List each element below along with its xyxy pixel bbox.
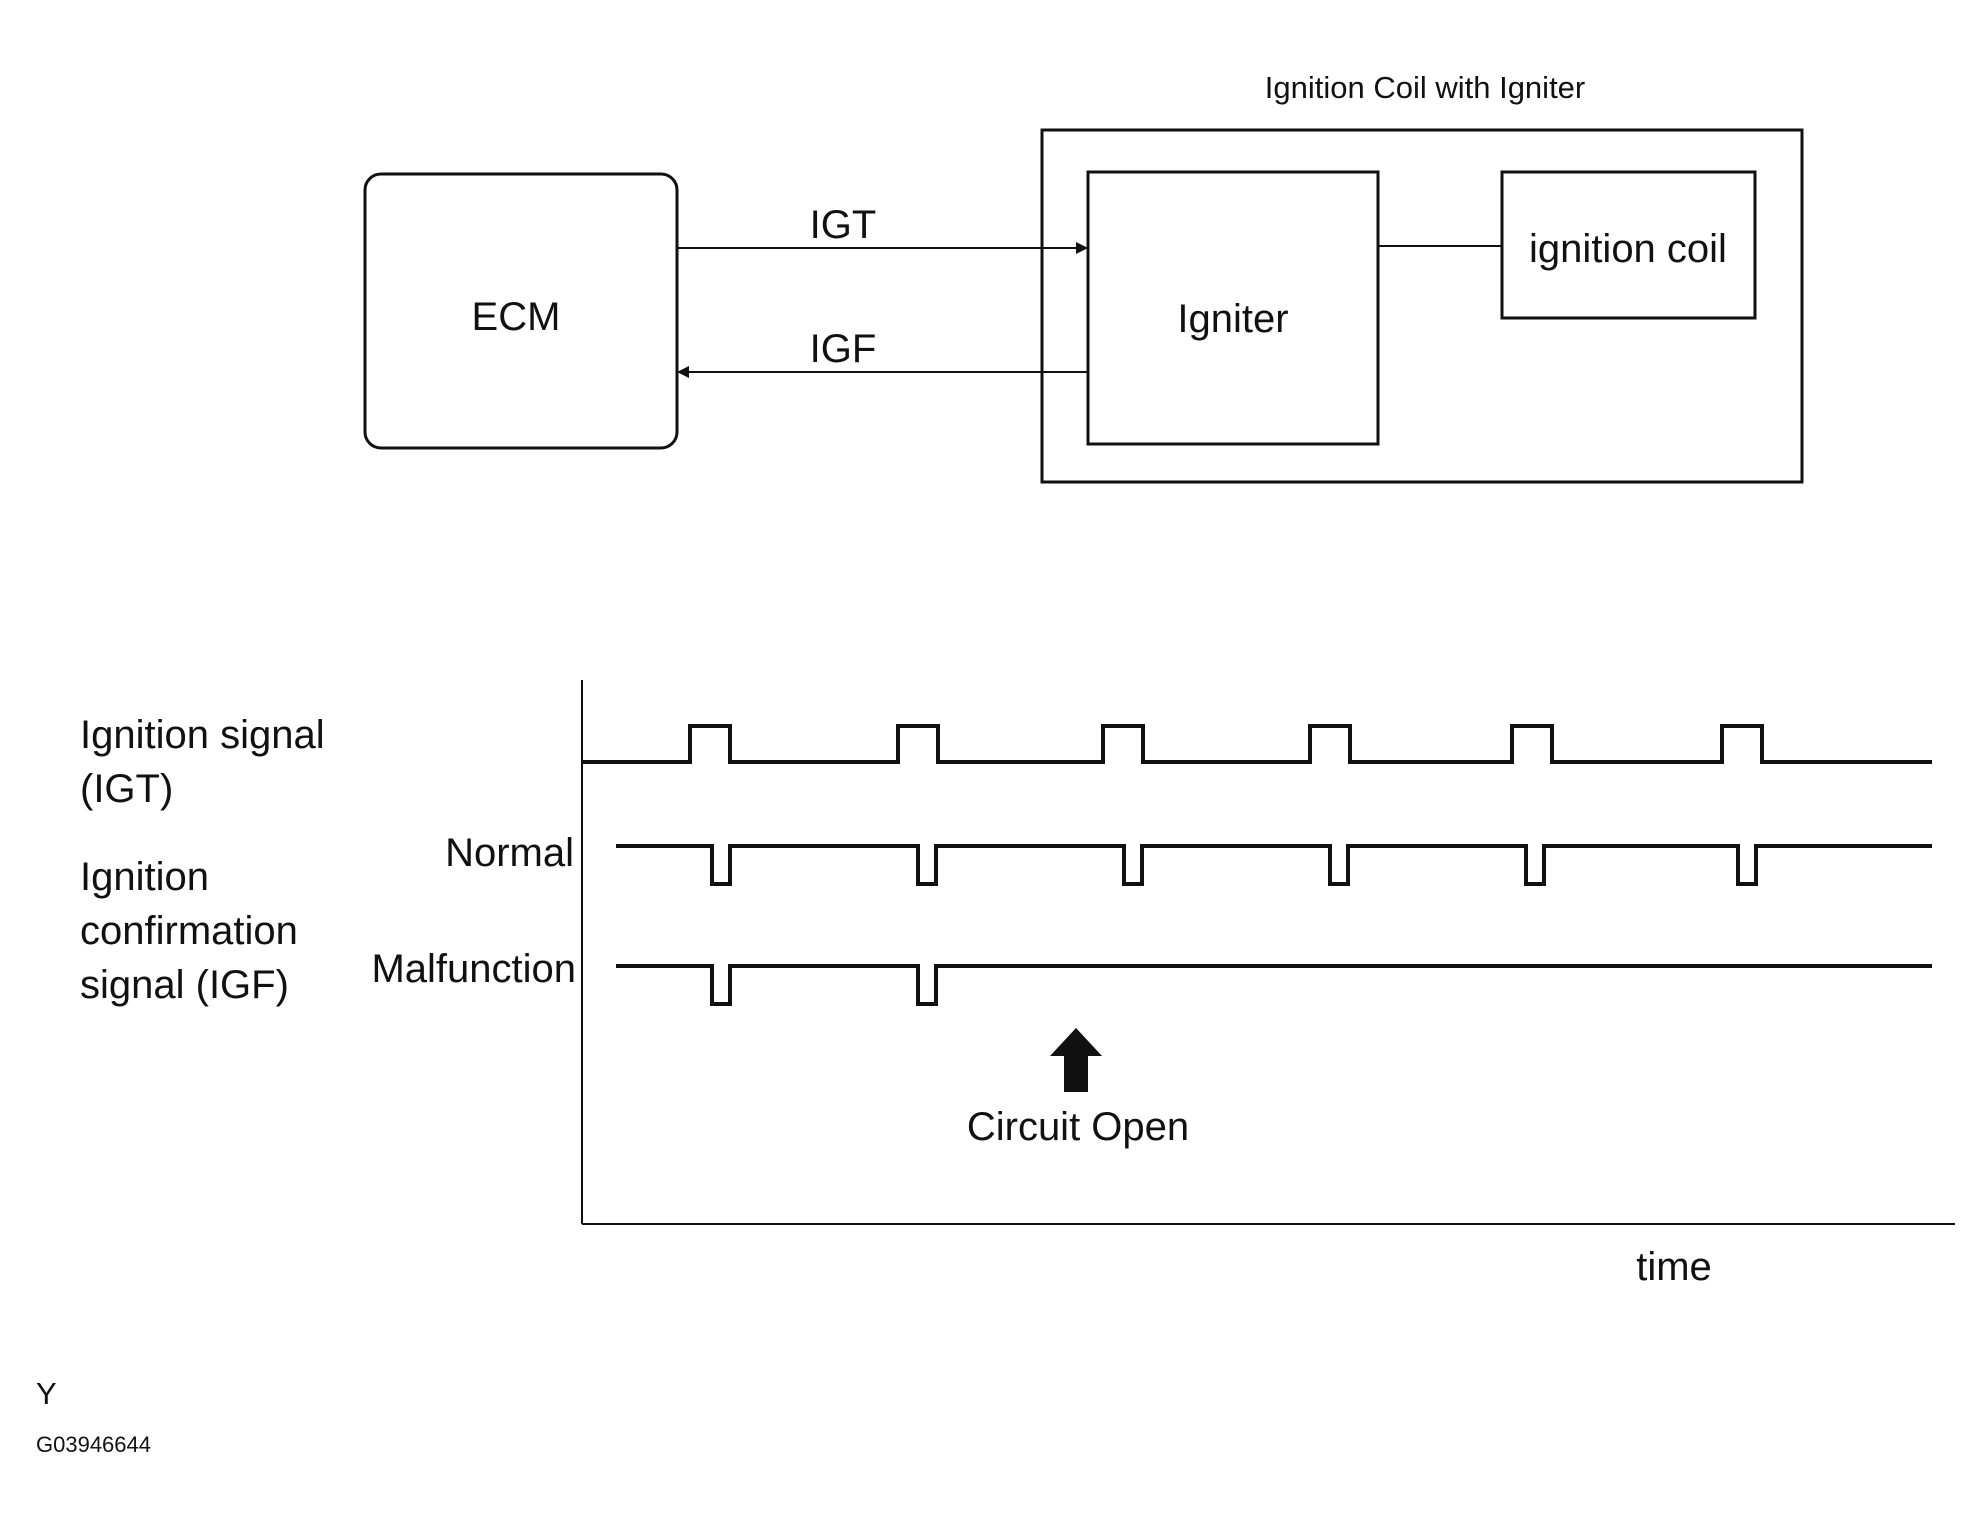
igf-signal-label-line1: Ignition [80,855,209,899]
timing-chart: Ignition signal (IGT) Ignition confirmat… [80,680,1955,1289]
malfunction-label: Malfunction [371,947,576,991]
corner-mark: Y [36,1376,57,1411]
igniter-box [1086,170,1380,446]
igt-label: IGT [810,203,877,247]
ecm-box [363,172,679,450]
igf-label: IGF [810,327,877,371]
coil-assembly-box [1040,128,1804,484]
block-diagram: Ignition Coil with Igniter ECM Igniter i… [363,70,1804,484]
igt-signal-label-line1: Ignition signal [80,713,325,757]
figure-code: G03946644 [36,1432,151,1457]
igniter-label: Igniter [1177,297,1288,341]
ecm-label: ECM [472,295,561,339]
igt-signal-label-line2: (IGT) [80,767,173,811]
circuit-open-label: Circuit Open [967,1105,1189,1149]
igf-normal-waveform [616,844,1932,886]
footer: Y G03946644 [36,1376,151,1457]
igf-signal-label-line3: signal (IGF) [80,963,289,1007]
circuit-open-arrow-icon [1050,1028,1102,1092]
igt-waveform [582,724,1932,764]
igf-signal-label-line2: confirmation [80,909,298,953]
time-axis-label: time [1636,1245,1712,1289]
ignition-coil-label: ignition coil [1529,227,1727,271]
normal-label: Normal [445,831,574,875]
igf-malfunction-waveform [616,964,1932,1006]
assembly-label: Ignition Coil with Igniter [1265,70,1586,105]
